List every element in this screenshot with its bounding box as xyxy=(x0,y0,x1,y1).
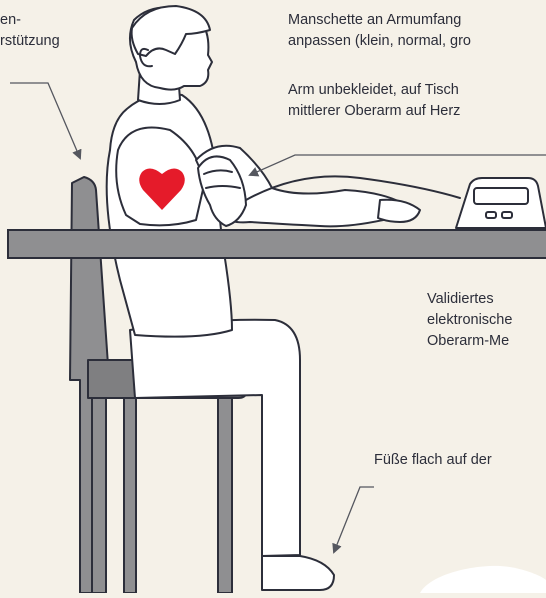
label-feet-line-1: Füße flach auf der xyxy=(374,450,492,471)
label-back-support: en- rstützung xyxy=(0,10,60,52)
arrow-back-support xyxy=(10,83,80,158)
label-arm-line-1: Arm unbekleidet, auf Tisch xyxy=(288,80,460,101)
monitor-button-left xyxy=(486,212,496,218)
background-blob xyxy=(420,566,546,593)
person-hand xyxy=(378,200,420,222)
label-device: Validiertes elektronische Oberarm-Me xyxy=(427,289,512,352)
label-feet: Füße flach auf der xyxy=(374,450,492,471)
label-back-support-line-1: en- xyxy=(0,10,60,31)
label-cuff: Manschette an Armumfang anpassen (klein,… xyxy=(288,10,471,52)
arrow-cuff xyxy=(250,155,546,175)
table xyxy=(8,230,546,258)
label-device-line-3: Oberarm-Me xyxy=(427,331,512,352)
label-cuff-line-2: anpassen (klein, normal, gro xyxy=(288,31,471,52)
person-foot xyxy=(262,556,334,590)
arrow-feet xyxy=(334,487,374,552)
chair-back-leg xyxy=(92,398,106,593)
monitor-screen xyxy=(474,188,528,204)
table-top xyxy=(8,230,546,258)
blood-pressure-monitor-icon xyxy=(456,178,546,228)
monitor-button-right xyxy=(502,212,512,218)
chair-mid-leg xyxy=(124,398,136,593)
chair-front-leg xyxy=(218,398,232,593)
person-legs xyxy=(130,320,300,556)
label-arm-line-2: mittlerer Oberarm auf Herz xyxy=(288,101,460,122)
label-back-support-line-2: rstützung xyxy=(0,31,60,52)
label-device-line-1: Validiertes xyxy=(427,289,512,310)
label-arm: Arm unbekleidet, auf Tisch mittlerer Obe… xyxy=(288,80,460,122)
label-cuff-line-1: Manschette an Armumfang xyxy=(288,10,471,31)
label-device-line-2: elektronische xyxy=(427,310,512,331)
